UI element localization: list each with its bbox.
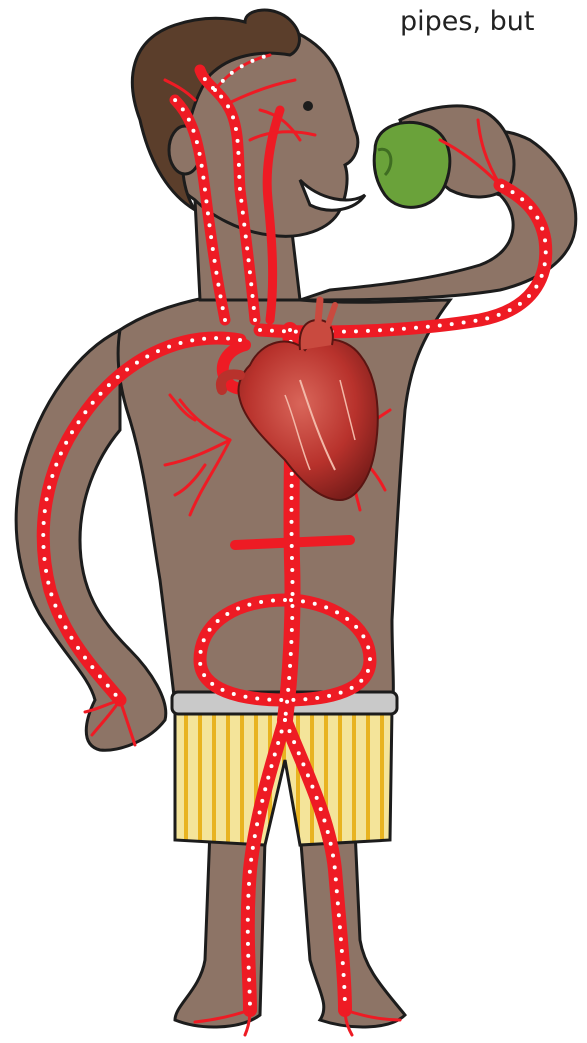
right-leg — [300, 830, 405, 1027]
apple-icon — [374, 122, 450, 207]
eye — [303, 101, 313, 111]
